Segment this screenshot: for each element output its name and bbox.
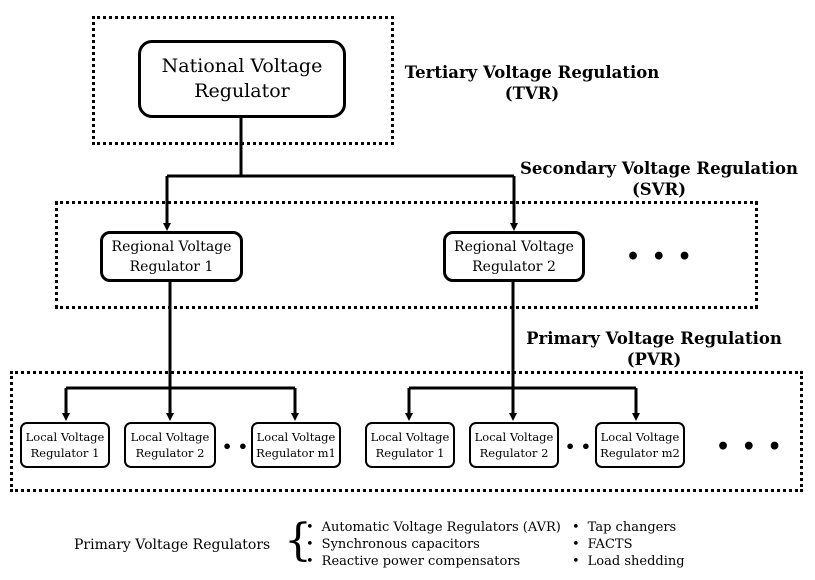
local-voltage-regulator-label: Local Voltage Regulator 1 xyxy=(25,430,105,460)
pvr-region xyxy=(10,371,803,492)
legend-title: Primary Voltage Regulators xyxy=(74,537,271,553)
regional-voltage-regulator-1-label: Regional Voltage Regulator 1 xyxy=(111,238,232,275)
legend-item: Reactive power compensators xyxy=(306,553,561,570)
regional-ellipsis: • • • xyxy=(626,244,694,270)
legend-item: Tap changers xyxy=(572,519,685,536)
tvr-region xyxy=(92,16,394,145)
legend-item: Automatic Voltage Regulators (AVR) xyxy=(306,519,561,536)
svr-label: Secondary Voltage Regulation (SVR) xyxy=(520,159,798,199)
local-voltage-regulator-label: Local Voltage Regulator 1 xyxy=(370,430,450,460)
legend-column-1: Automatic Voltage Regulators (AVR) Synch… xyxy=(306,519,561,570)
pvr-label: Primary Voltage Regulation (PVR) xyxy=(526,329,782,369)
legend-item: Synchronous capacitors xyxy=(306,536,561,553)
local-voltage-regulator-2-2: Local Voltage Regulator 2 xyxy=(469,422,559,468)
local-voltage-regulator-label: Local Voltage Regulator m2 xyxy=(600,430,680,460)
local-voltage-regulator-2-1: Local Voltage Regulator 1 xyxy=(365,422,455,468)
legend-column-2: Tap changers FACTS Load shedding xyxy=(572,519,685,570)
regional-voltage-regulator-2-label: Regional Voltage Regulator 2 xyxy=(454,238,574,275)
legend-item: Load shedding xyxy=(572,553,685,570)
national-voltage-regulator-label: National Voltage Regulator xyxy=(161,55,323,102)
legend-item: FACTS xyxy=(572,536,685,553)
local-ellipsis: • • • xyxy=(716,434,784,460)
local-voltage-regulator-2-m2: Local Voltage Regulator m2 xyxy=(595,422,685,468)
local-voltage-regulator-1-1: Local Voltage Regulator 1 xyxy=(20,422,110,468)
local-voltage-regulator-1-m1: Local Voltage Regulator m1 xyxy=(251,422,341,468)
regional-voltage-regulator-1: Regional Voltage Regulator 1 xyxy=(100,231,243,282)
local-voltage-regulator-label: Local Voltage Regulator 2 xyxy=(474,430,554,460)
local-voltage-regulator-label: Local Voltage Regulator 2 xyxy=(130,430,210,460)
regional-voltage-regulator-2: Regional Voltage Regulator 2 xyxy=(443,231,585,282)
local-voltage-regulator-label: Local Voltage Regulator m1 xyxy=(256,430,336,460)
tvr-label: Tertiary Voltage Regulation (TVR) xyxy=(404,63,660,103)
national-voltage-regulator: National Voltage Regulator xyxy=(138,40,346,118)
local-voltage-regulator-1-2: Local Voltage Regulator 2 xyxy=(124,422,216,468)
svr-region xyxy=(55,201,758,309)
